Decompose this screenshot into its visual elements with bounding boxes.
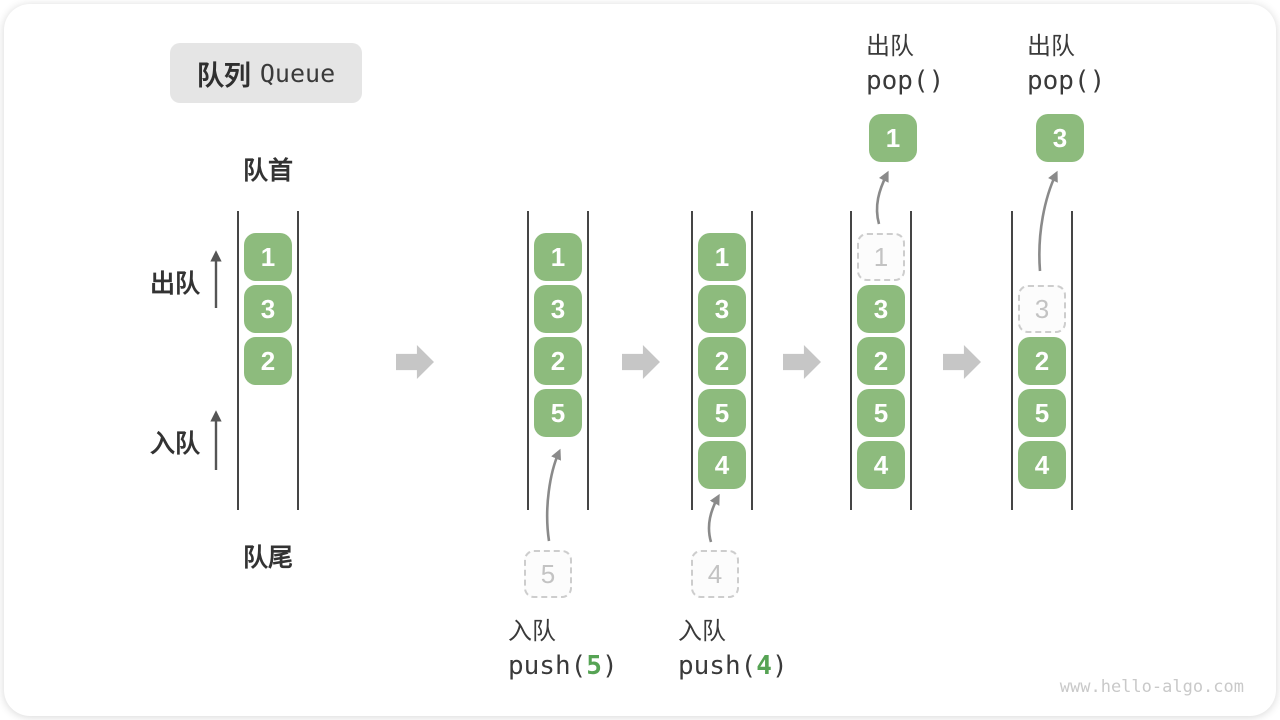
code-arg: 4 xyxy=(756,651,772,681)
enqueue-op-label: 入队 xyxy=(508,618,556,645)
enqueue-op-code: push(4) xyxy=(678,651,788,681)
queue-wall-line xyxy=(297,211,299,510)
queue-cell: 4 xyxy=(1018,441,1066,489)
queue-cell: 3 xyxy=(534,285,582,333)
label-enqueue: 入队 xyxy=(149,430,200,458)
queue-cell: 2 xyxy=(857,337,905,385)
queue-wall-line xyxy=(850,211,852,510)
queue-wall-line xyxy=(237,211,239,510)
queue-wall-line xyxy=(910,211,912,510)
watermark: www.hello-algo.com xyxy=(1059,677,1244,697)
queue-cell: 1 xyxy=(534,233,582,281)
dequeue-op-label: 出队 xyxy=(866,33,914,60)
title-en: Queue xyxy=(259,58,336,88)
enqueue-annotation: 入队 push(4) xyxy=(678,616,788,684)
enqueue-op-code: push(5) xyxy=(508,651,618,681)
queue-wall-line xyxy=(527,211,529,510)
enqueue-annotation: 入队 push(5) xyxy=(508,616,618,684)
dequeue-annotation: 出队 pop() xyxy=(1027,31,1105,99)
queue-wall-line xyxy=(1071,211,1073,510)
queue-cell-ghost: 3 xyxy=(1018,285,1066,333)
dequeue-op-code: pop() xyxy=(1027,66,1106,96)
popped-cell: 1 xyxy=(869,114,917,162)
queue-cell: 5 xyxy=(1018,389,1066,437)
code-arg: 5 xyxy=(586,651,602,681)
queue-cell: 2 xyxy=(534,337,582,385)
label-queue-front: 队首 xyxy=(242,157,293,185)
dequeue-op-label: 出队 xyxy=(1027,33,1075,60)
incoming-cell: 4 xyxy=(691,550,739,598)
queue-cell: 5 xyxy=(857,389,905,437)
queue-cell: 2 xyxy=(698,337,746,385)
queue-cell: 3 xyxy=(698,285,746,333)
dequeue-annotation: 出队 pop() xyxy=(866,31,944,99)
queue-cell-ghost: 1 xyxy=(857,233,905,281)
title-badge: 队列 Queue xyxy=(170,43,362,103)
queue-cell: 4 xyxy=(698,441,746,489)
queue-cell: 3 xyxy=(244,285,292,333)
queue-cell: 5 xyxy=(534,389,582,437)
queue-cell: 2 xyxy=(244,337,292,385)
queue-wall-line xyxy=(751,211,753,510)
queue-cell: 3 xyxy=(857,285,905,333)
queue-wall-line xyxy=(1011,211,1013,510)
incoming-cell: 5 xyxy=(524,550,572,598)
label-queue-rear: 队尾 xyxy=(242,544,293,572)
popped-cell: 3 xyxy=(1036,114,1084,162)
queue-cell: 2 xyxy=(1018,337,1066,385)
queue-cell: 4 xyxy=(857,441,905,489)
queue-wall-line xyxy=(691,211,693,510)
title-zh: 队列 xyxy=(196,60,251,91)
queue-cell: 5 xyxy=(698,389,746,437)
enqueue-op-label: 入队 xyxy=(678,618,726,645)
dequeue-op-code: pop() xyxy=(866,66,945,96)
queue-cell: 1 xyxy=(698,233,746,281)
label-dequeue: 出队 xyxy=(149,270,200,298)
queue-cell: 1 xyxy=(244,233,292,281)
queue-wall-line xyxy=(587,211,589,510)
